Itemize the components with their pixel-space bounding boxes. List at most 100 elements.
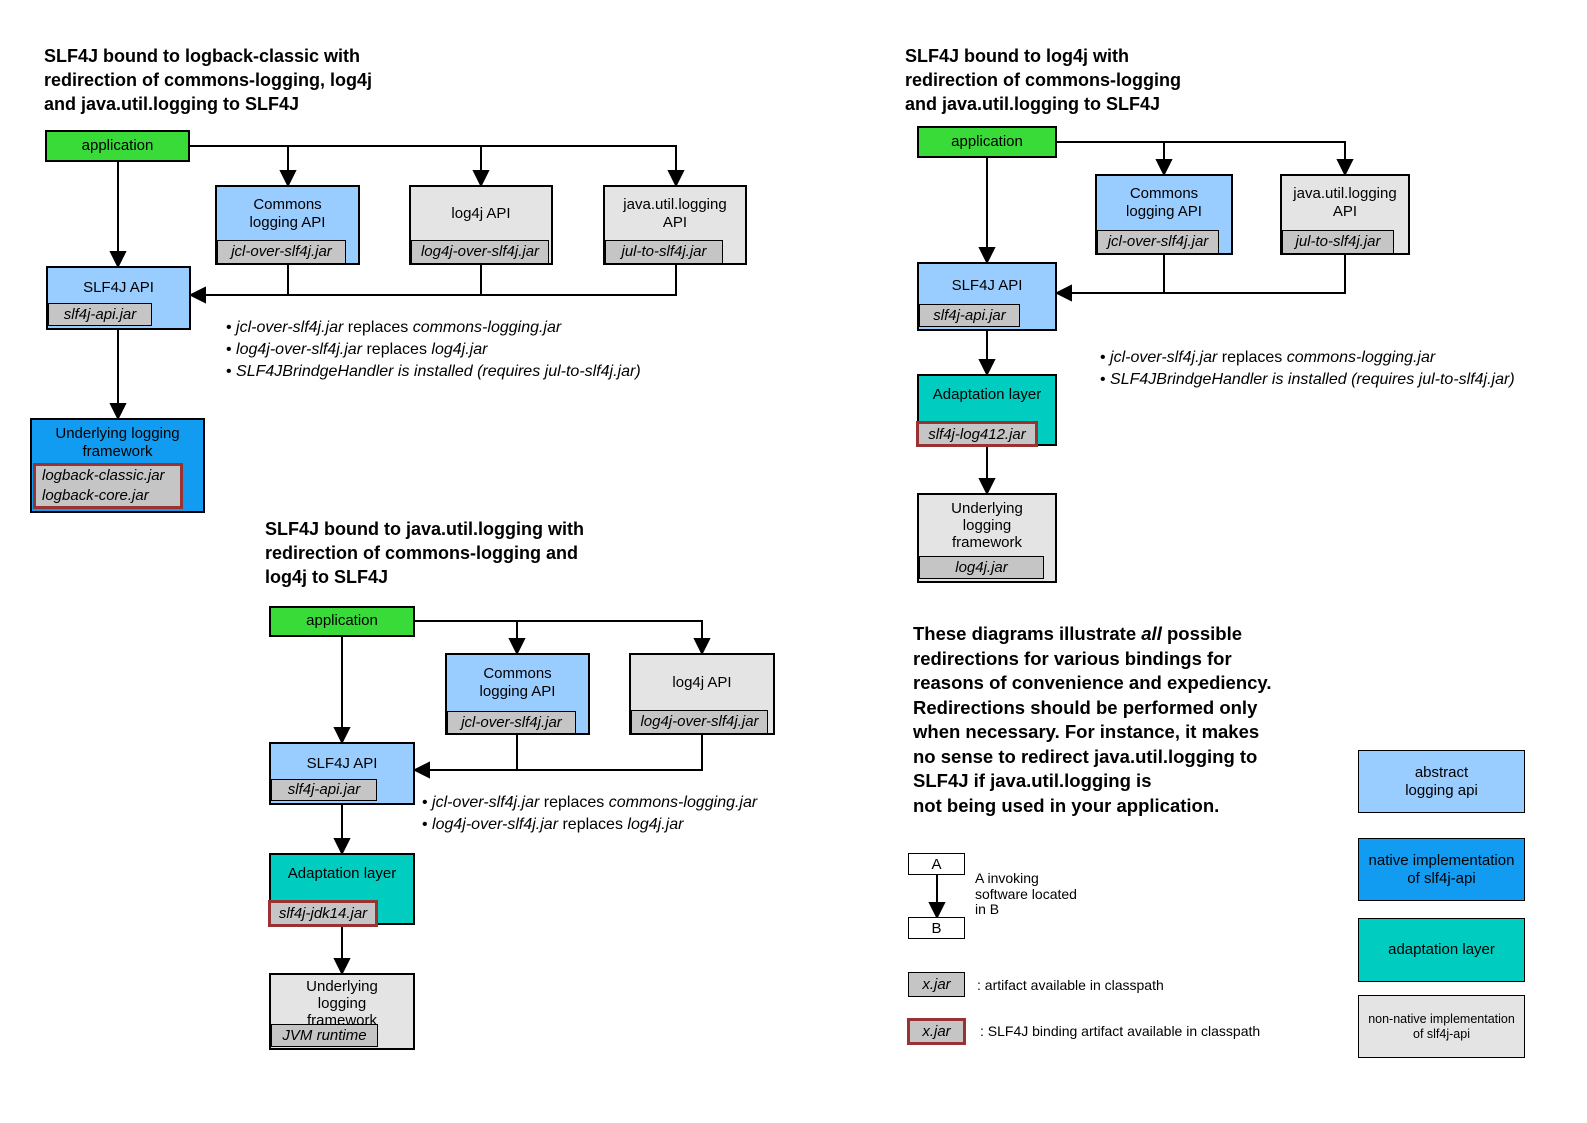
d2-jul-api-label: java.util.logging API <box>1293 185 1397 220</box>
note-line: Redirections should be performed only <box>913 696 1258 718</box>
d1-jul-api-label: java.util.logging API <box>623 196 727 231</box>
note-line: reasons of convenience and expediency. <box>913 672 1272 693</box>
d3-commons-jar-label: jcl-over-slf4j.jar <box>447 711 576 734</box>
legend-binding-jar-label: x.jar <box>922 1023 951 1040</box>
d3-log4j-api-label: log4j API <box>672 674 732 691</box>
d1-log4j-api-label: log4j API <box>451 205 511 222</box>
d2-adaptation-label: Adaptation layer <box>932 386 1042 403</box>
d1-slf4j-api-label: SLF4J API <box>83 279 154 296</box>
d1-app-to-slf4j-connector <box>109 162 127 269</box>
d2-apis-to-slf4j-connector <box>1054 255 1346 302</box>
d3-slf4j-api-box: SLF4J API slf4j-api.jar <box>269 742 415 805</box>
d2-slf4j-to-adaptation-connector <box>978 331 996 377</box>
legend-artifact-text: : artifact available in classpath <box>977 977 1164 993</box>
note-paragraph: These diagrams illustrate all possible r… <box>913 622 1271 818</box>
d1-apis-to-slf4j-connector <box>188 265 677 304</box>
d3-application-label: application <box>306 612 378 629</box>
d2-app-to-slf4j-connector <box>978 158 996 265</box>
color-legend-nonnative-impl: non-native implementation of slf4j-api <box>1358 995 1525 1058</box>
d1-underlying-box: Underlying logging framework logback-cla… <box>30 418 205 513</box>
d3-bullets: • jcl-over-slf4j.jar replaces commons-lo… <box>422 792 757 836</box>
d1-bullet-1: • jcl-over-slf4j.jar replaces commons-lo… <box>226 319 562 336</box>
d2-adaptation-box: Adaptation layer slf4j-log412.jar <box>916 374 1057 447</box>
d2-commons-api-label: Commons logging API <box>1126 185 1202 220</box>
d2-underlying-label: Underlying logging framework <box>951 500 1023 551</box>
legend-artifact-jar-label: x.jar <box>922 976 951 993</box>
legend-binding-jar: x.jar <box>907 1018 966 1045</box>
d2-slf4j-api-box: SLF4J API slf4j-api.jar <box>917 262 1057 331</box>
d3-adaptation-box: Adaptation layer slf4j-jdk14.jar <box>268 853 415 927</box>
d1-slf4j-api-box: SLF4J API slf4j-api.jar <box>46 266 191 330</box>
d2-underlying-box: Underlying logging framework log4j.jar <box>917 493 1057 583</box>
d2-underlying-jar-label: log4j.jar <box>919 556 1044 579</box>
d1-jul-api-box: java.util.logging API jul-to-slf4j.jar <box>603 185 747 265</box>
legend-box-a: A <box>908 853 965 875</box>
d3-commons-api-box: Commons logging API jcl-over-slf4j.jar <box>445 653 590 735</box>
legend-box-b: B <box>908 917 965 939</box>
d3-bullet-1: • jcl-over-slf4j.jar replaces commons-lo… <box>422 794 758 811</box>
d1-bullet-3: • SLF4JBrindgeHandler is installed (requ… <box>226 363 641 380</box>
d2-commons-jar-label: jcl-over-slf4j.jar <box>1097 230 1219 254</box>
d2-adaptation-jar-label: slf4j-log412.jar <box>916 421 1038 447</box>
color-legend-native-impl: native implementation of slf4j-api <box>1358 838 1525 901</box>
note-line: not being used in your application. <box>913 794 1220 816</box>
note-line: SLF4J if java.util.logging is <box>913 770 1152 791</box>
d1-underlying-jar-label: logback-classic.jar logback-core.jar <box>33 463 183 509</box>
d3-title: SLF4J bound to java.util.logging with re… <box>265 519 584 587</box>
note-line: These diagrams illustrate all possible <box>913 623 1243 644</box>
d3-app-to-apis-connector <box>415 620 711 656</box>
d3-adaptation-label: Adaptation layer <box>287 865 397 882</box>
d2-commons-api-box: Commons logging API jcl-over-slf4j.jar <box>1095 174 1233 255</box>
d3-commons-api-label: Commons logging API <box>479 665 556 700</box>
d2-slf4j-jar-label: slf4j-api.jar <box>919 304 1020 327</box>
d1-slf4j-to-underlying-connector <box>109 330 127 421</box>
d2-jul-jar-label: jul-to-slf4j.jar <box>1282 230 1394 254</box>
d2-application-box: application <box>917 126 1057 158</box>
legend-box-a-label: A <box>931 855 942 873</box>
legend-box-b-label: B <box>931 919 942 937</box>
d1-commons-api-label: Commons logging API <box>249 196 326 231</box>
d1-jul-jar-label: jul-to-slf4j.jar <box>605 240 723 264</box>
d1-commons-jar-label: jcl-over-slf4j.jar <box>217 240 346 264</box>
d3-underlying-label: Underlying logging framework <box>306 978 378 1029</box>
d2-bullet-1: • jcl-over-slf4j.jar replaces commons-lo… <box>1100 349 1436 366</box>
color-legend-adaptation-layer: adaptation layer <box>1358 918 1525 982</box>
d3-app-to-slf4j-connector <box>333 637 351 745</box>
d2-application-label: application <box>951 133 1023 150</box>
d1-underlying-label: Underlying logging framework <box>55 425 180 460</box>
note-line: when necessary. For instance, it makes <box>913 721 1260 742</box>
d3-slf4j-to-adaptation-connector <box>333 805 351 856</box>
color-legend-abstract-api: abstract logging api <box>1358 750 1525 813</box>
d3-slf4j-api-label: SLF4J API <box>306 755 378 772</box>
d1-bullets: • jcl-over-slf4j.jar replaces commons-lo… <box>226 317 641 383</box>
d1-title: SLF4J bound to logback-classic with redi… <box>44 46 373 114</box>
d3-slf4j-jar-label: slf4j-api.jar <box>271 779 377 801</box>
legend-artifact-jar: x.jar <box>908 972 965 997</box>
d3-underlying-box: Underlying logging framework JVM runtime <box>269 973 415 1050</box>
d2-title: SLF4J bound to log4j with redirection of… <box>905 46 1182 114</box>
d1-slf4j-jar-label: slf4j-api.jar <box>48 303 152 326</box>
note-line: redirections for various bindings for <box>913 647 1232 669</box>
d3-apis-to-slf4j-connector <box>412 735 703 779</box>
d1-bullet-2: • log4j-over-slf4j.jar replaces log4j.ja… <box>226 341 488 358</box>
legend-invoke-text: A invoking software located in B <box>975 870 1077 917</box>
d3-application-box: application <box>269 606 415 637</box>
d3-adaptation-jar-label: slf4j-jdk14.jar <box>268 900 378 927</box>
d2-bullets: • jcl-over-slf4j.jar replaces commons-lo… <box>1100 347 1515 391</box>
d1-app-to-apis-connector <box>190 145 685 188</box>
legend-binding-text: : SLF4J binding artifact available in cl… <box>980 1023 1261 1039</box>
note-line: no sense to redirect java.util.logging t… <box>913 745 1258 767</box>
d3-bullet-2: • log4j-over-slf4j.jar replaces log4j.ja… <box>422 816 684 833</box>
d2-jul-api-box: java.util.logging API jul-to-slf4j.jar <box>1280 174 1410 255</box>
legend-a-to-b-connector <box>928 875 946 920</box>
d1-commons-api-box: Commons logging API jcl-over-slf4j.jar <box>215 185 360 265</box>
d2-adaptation-to-underlying-connector <box>978 446 996 496</box>
d2-bullet-2: • SLF4JBrindgeHandler is installed (requ… <box>1100 371 1515 388</box>
d3-log4j-api-box: log4j API log4j-over-slf4j.jar <box>629 653 775 735</box>
d1-log4j-api-box: log4j API log4j-over-slf4j.jar <box>409 185 553 265</box>
d2-app-to-apis-connector <box>1057 141 1354 177</box>
d1-log4j-jar-label: log4j-over-slf4j.jar <box>411 240 549 264</box>
d1-application-label: application <box>81 137 154 154</box>
d1-application-box: application <box>45 130 190 162</box>
